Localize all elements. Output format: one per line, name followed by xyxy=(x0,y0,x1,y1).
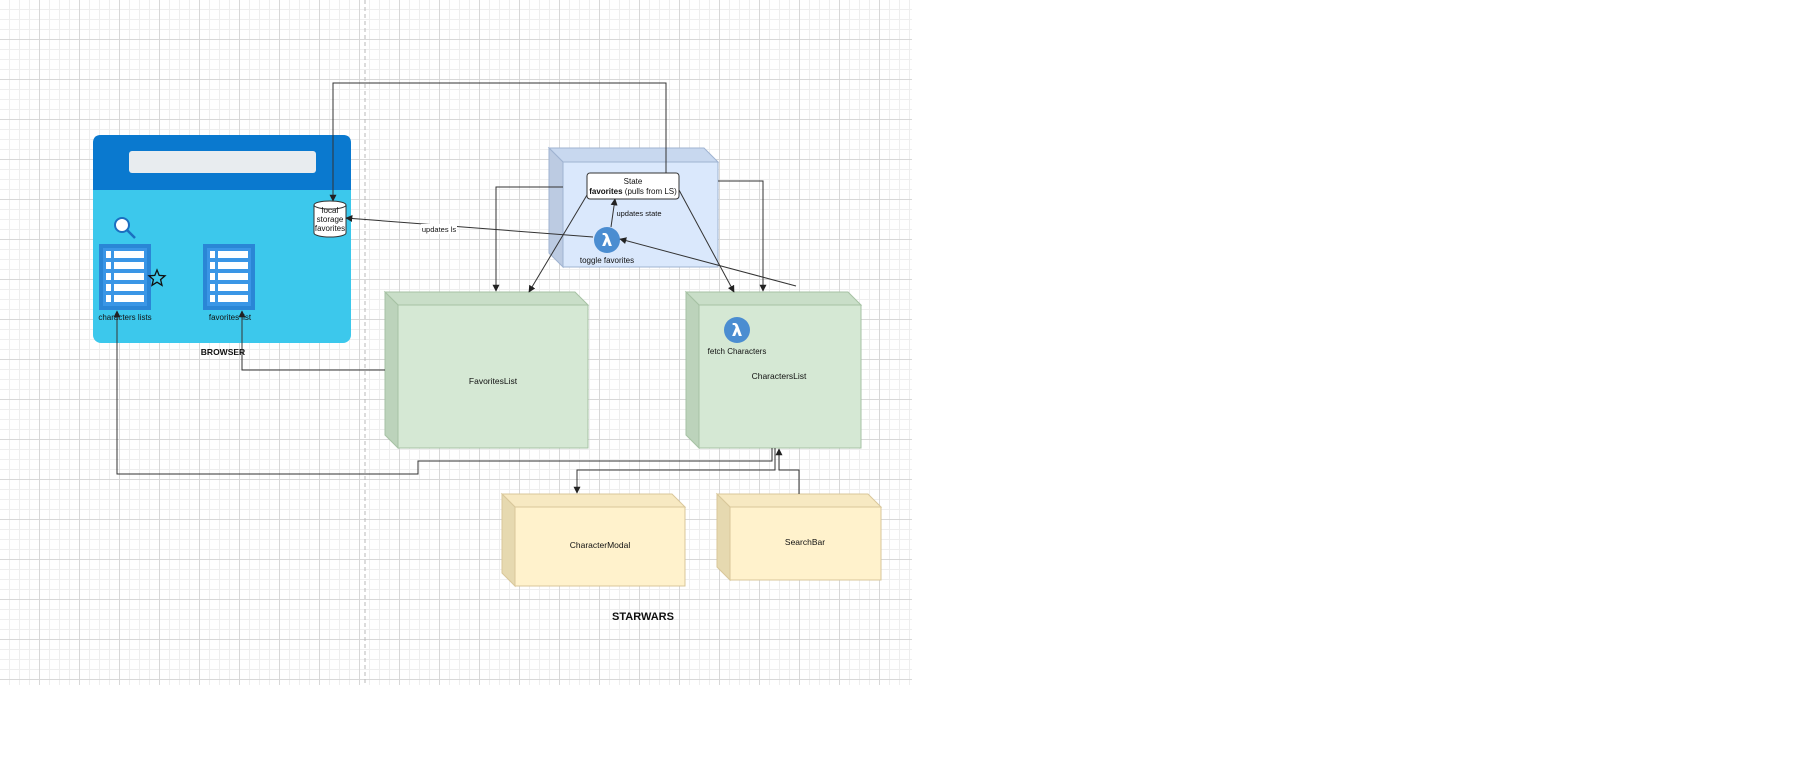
edge-state-to-favoriteslist xyxy=(492,186,563,292)
local-storage-cylinder[interactable]: local storage favorites xyxy=(313,200,347,238)
storage-line-2: storage xyxy=(317,215,344,224)
edges xyxy=(113,82,800,494)
edge-searchbar-to-characterslist xyxy=(775,448,800,494)
diagram-title: STARWARS xyxy=(612,611,674,623)
svg-text:λ: λ xyxy=(602,231,613,251)
edge-state-to-storage xyxy=(329,82,667,202)
search-bar-title: SearchBar xyxy=(785,537,825,547)
fetch-characters-label: fetch Characters xyxy=(708,347,767,356)
characters-lists-label: characters lists xyxy=(98,313,151,322)
edge-characterslist-to-modal xyxy=(573,448,776,494)
state-favorites-text: favorites (pulls from LS) xyxy=(589,187,677,196)
edge-toggle-to-storage xyxy=(345,214,594,238)
edge-state-to-characterslist xyxy=(718,180,767,292)
search-bar-component[interactable] xyxy=(715,492,883,582)
state-container[interactable] xyxy=(547,146,720,269)
characters-list-icon[interactable] xyxy=(99,244,151,310)
lambda-icon-fetch[interactable]: λ xyxy=(724,317,750,343)
edge-characterslist-to-icon xyxy=(113,310,773,475)
favorites-list-label: favorites list xyxy=(209,313,252,322)
toggle-favorites-label: toggle favorites xyxy=(580,256,634,265)
updates-state-label: updates state xyxy=(616,209,661,218)
characters-list-title: CharactersList xyxy=(752,371,807,381)
character-modal-title: CharacterModal xyxy=(570,540,631,550)
edge-characterslist-to-toggle xyxy=(619,237,797,287)
character-modal-component[interactable] xyxy=(500,492,687,588)
edge-favoriteslist-to-icon xyxy=(238,310,385,371)
characters-list-component[interactable] xyxy=(684,290,863,450)
browser-address-bar[interactable] xyxy=(129,151,316,173)
architecture-diagram: local storage favorites characters lists… xyxy=(93,0,883,685)
storage-line-1: local xyxy=(322,206,339,215)
favorites-list-component[interactable] xyxy=(383,290,590,450)
search-icon xyxy=(114,217,136,239)
updates-ls-label: updates ls xyxy=(422,225,456,234)
star-icon xyxy=(147,268,167,287)
edge-toggle-to-state xyxy=(610,198,618,228)
state-card[interactable]: State favorites (pulls from LS) xyxy=(586,172,680,200)
state-title: State xyxy=(624,177,643,186)
favorites-list-title: FavoritesList xyxy=(469,376,518,386)
favorites-list-icon[interactable] xyxy=(203,244,255,310)
updates-ls-label-group: updates ls xyxy=(421,224,457,234)
edge-statecard-to-characterslist xyxy=(678,189,735,293)
lambda-icon-toggle[interactable]: λ xyxy=(594,227,620,253)
browser-label: BROWSER xyxy=(201,347,245,357)
svg-text:λ: λ xyxy=(732,321,743,341)
edge-statecard-to-favoriteslist xyxy=(528,194,588,293)
storage-line-3: favorites xyxy=(315,224,345,233)
browser-window[interactable] xyxy=(93,135,351,343)
